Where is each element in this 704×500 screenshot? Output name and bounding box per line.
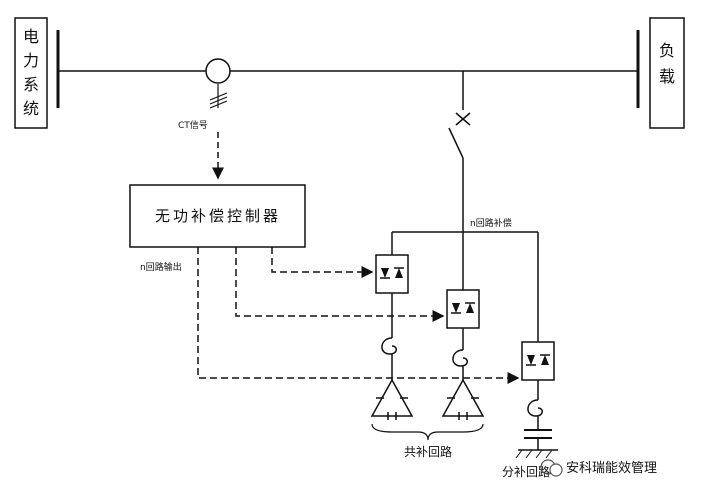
load-char-2: 载	[659, 67, 675, 86]
controller-label: 无功补偿控制器	[155, 207, 281, 225]
n-loop-output-label: n回路输出	[140, 261, 182, 273]
breaker-blade	[448, 127, 464, 159]
ct-signal-label: CT信号	[178, 119, 208, 131]
split-capacitor	[515, 429, 558, 459]
delta-capacitor-1	[370, 378, 414, 420]
load-char-1: 负	[659, 41, 675, 60]
power-system-char-4: 统	[23, 99, 39, 118]
thyristor-module-3	[521, 341, 555, 381]
control-signal-1	[271, 247, 374, 278]
split-loop-label: 分补回路	[502, 464, 550, 479]
reactor-2	[452, 349, 468, 367]
watermark: 安科瑞能效管理	[540, 459, 657, 477]
power-system-char-2: 力	[23, 51, 39, 70]
common-loop-label: 共补回路	[404, 444, 452, 459]
thyristor-module-2	[446, 289, 480, 329]
thyristor-module-1	[375, 254, 409, 294]
control-signal-2	[235, 247, 445, 322]
load-box	[649, 17, 685, 129]
watermark-text: 安科瑞能效管理	[566, 461, 657, 476]
power-system-char-3: 系	[23, 75, 39, 94]
common-loop-brace	[371, 423, 484, 441]
delta-capacitor-2	[441, 378, 485, 420]
control-signal-3	[197, 247, 520, 384]
reactor-3	[527, 399, 543, 417]
reactor-1	[381, 337, 397, 355]
controller-box	[129, 184, 306, 248]
ct-ring	[205, 58, 231, 84]
power-system-char-1: 电	[23, 27, 39, 46]
n-loop-comp-label: n回路补偿	[470, 217, 512, 229]
power-system-box	[14, 17, 48, 129]
